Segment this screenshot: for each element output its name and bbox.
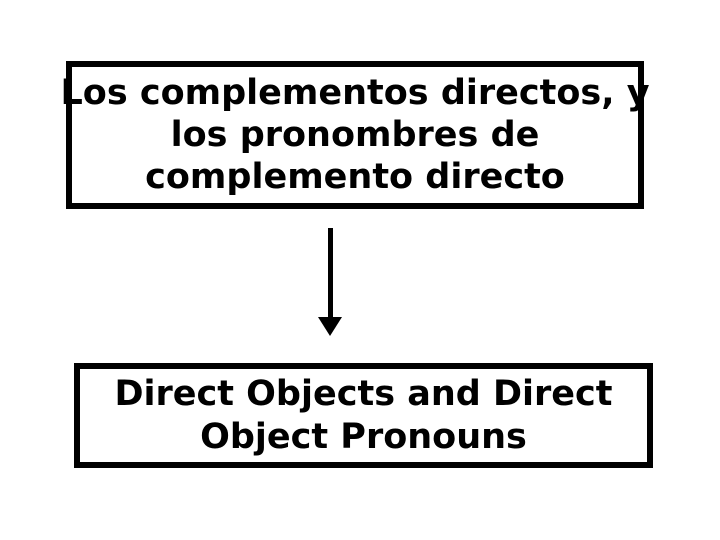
arrow-shaft bbox=[328, 228, 333, 318]
spanish-title-line-1: Los complementos directos, y bbox=[60, 73, 650, 113]
spanish-title-line-3: complemento directo bbox=[145, 157, 565, 197]
spanish-title-line-2: los pronombres de bbox=[170, 115, 540, 155]
arrow-head-icon bbox=[318, 317, 342, 336]
english-translation-box: Direct Objects and Direct Object Pronoun… bbox=[74, 363, 653, 468]
english-translation-line-2: Object Pronouns bbox=[200, 416, 527, 457]
spanish-title-box: Los complementos directos, y los pronomb… bbox=[60, 61, 650, 209]
down-arrow bbox=[318, 228, 343, 336]
english-translation-line-1: Direct Objects and Direct bbox=[114, 373, 613, 414]
